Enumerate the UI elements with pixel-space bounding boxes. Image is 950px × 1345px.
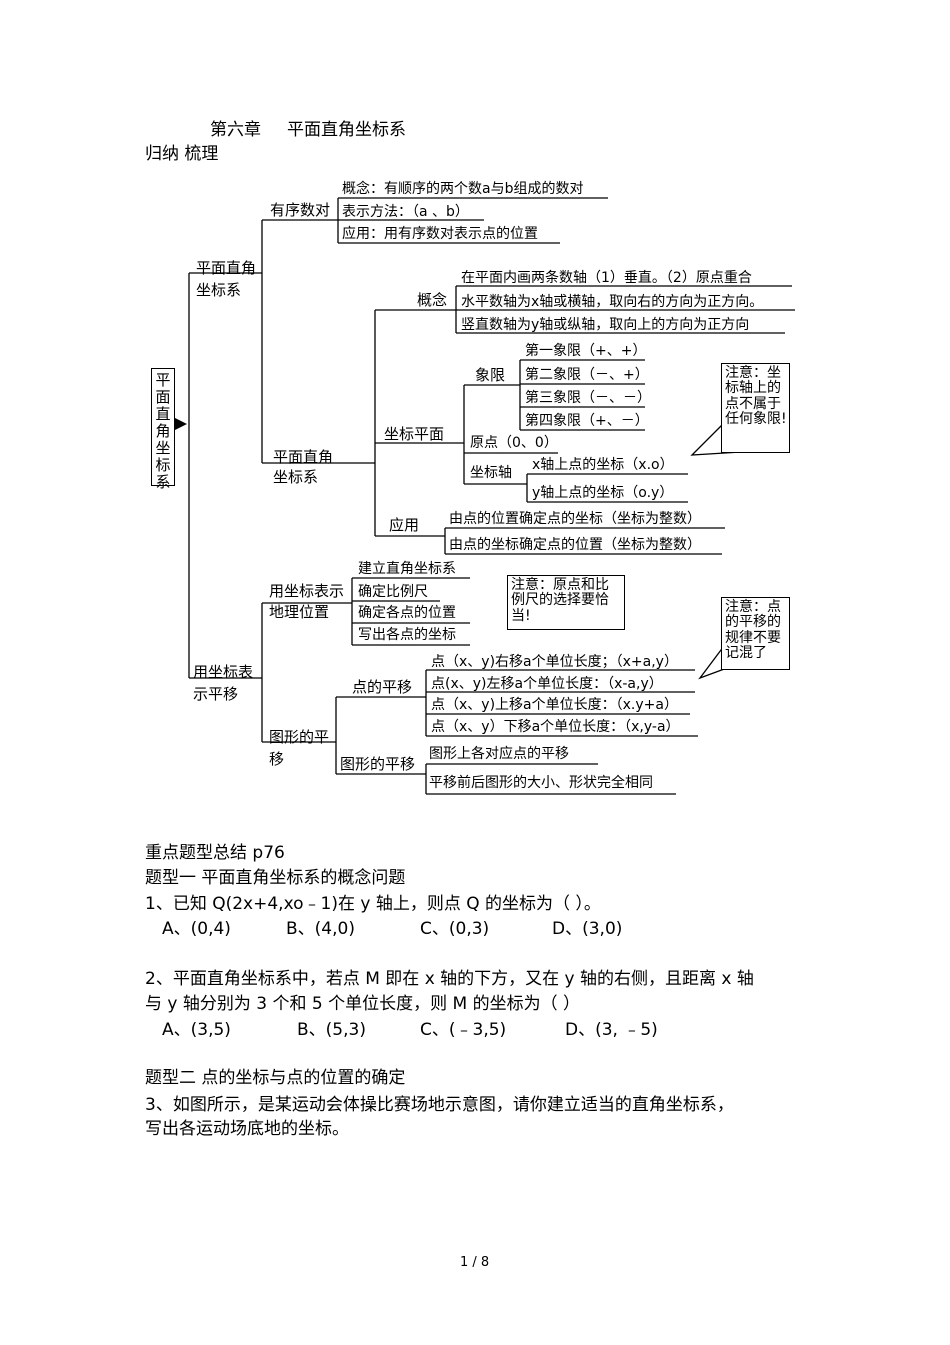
branch-coordinate-system-2: 平面直角坐标系 <box>273 448 334 486</box>
note-box-2 <box>507 575 625 630</box>
root-node-label: 平面直角坐标系 <box>155 371 171 491</box>
ordered-pair-application: 应用：用有序数对表示点的位置 <box>342 226 538 242</box>
page-number: 1 / 8 <box>460 1255 490 1270</box>
question-type-1: 题型一 平面直角坐标系的概念问题 <box>145 868 406 888</box>
q2-option-b: B、(5,3) <box>297 1020 366 1040</box>
node-application: 应用 <box>389 516 420 534</box>
node-shape-translation: 图形的平移 <box>269 728 330 768</box>
application-item-1: 由点的位置确定点的坐标（坐标为整数） <box>449 511 701 527</box>
note-translation-rules: 注意：点的平移的规律不要记混了 <box>725 599 781 662</box>
q2-option-c: C、(﹣3,5) <box>420 1020 507 1040</box>
ordered-pair-notation: 表示方法：（a 、b） <box>342 204 469 220</box>
figure-size-unchanged: 平移前后图形的大小、形状完全相同 <box>429 775 653 791</box>
q1-option-c: C、(0,3) <box>420 919 490 939</box>
q1-option-b: B、(4,0) <box>286 919 355 939</box>
section-subtitle: 归纳 梳理 <box>145 144 219 164</box>
node-axis: 坐标轴 <box>470 465 512 481</box>
q1-option-a: A、(0,4) <box>162 919 231 939</box>
branch-translation: 用坐标表示平移 <box>193 663 254 703</box>
chapter-number: 第六章 <box>210 120 261 140</box>
concept-item-1: 在平面内画两条数轴（1）垂直。（2）原点重合 <box>461 270 752 286</box>
ordered-pair-concept: 概念：有顺序的两个数a与b组成的数对 <box>342 181 584 197</box>
node-geographic-location: 用坐标表示地理位置 <box>269 582 345 621</box>
concept-item-3: 竖直数轴为y轴或纵轴，取向上的方向为正方向 <box>461 317 750 333</box>
figure-point-translation: 图形上各对应点的平移 <box>429 746 569 762</box>
node-ordered-pair: 有序数对 <box>270 201 331 219</box>
note-box-3 <box>721 597 790 670</box>
node-figure-translation: 图形的平移 <box>340 755 416 773</box>
quadrant-2: 第二象限（－、+） <box>525 367 649 383</box>
node-point-translation: 点的平移 <box>352 678 413 696</box>
node-quadrant: 象限 <box>475 366 506 384</box>
point-shift-up: 点（x、y)上移a个单位长度：（x.y+a） <box>431 697 678 713</box>
point-shift-left: 点(x、y)左移a个单位长度：（x-a,y） <box>431 676 663 692</box>
node-coordinate-plane: 坐标平面 <box>384 425 445 443</box>
geo-step-1: 建立直角坐标系 <box>358 561 456 577</box>
point-shift-down: 点（x、y）下移a个单位长度：（x,y-a） <box>431 719 680 735</box>
quadrant-4: 第四象限（+、－） <box>525 413 649 429</box>
question-2-line-1: 2、平面直角坐标系中，若点 M 即在 x 轴的下方，又在 y 轴的右侧，且距离 … <box>145 969 754 989</box>
note-axis-points: 注意：坐标轴上的点不属于任何象限! <box>725 365 787 428</box>
q2-option-d: D、(3, ﹣5) <box>565 1020 658 1040</box>
branch-coordinate-system-1: 平面直角坐标系 <box>196 259 257 299</box>
quadrant-1: 第一象限（+、+） <box>525 343 647 359</box>
geo-step-2: 确定比例尺 <box>358 584 428 600</box>
point-shift-right: 点（x、y)右移a个单位长度；（x+a,y） <box>431 654 678 670</box>
concept-item-2: 水平数轴为x轴或横轴，取向右的方向为正方向。 <box>461 294 764 310</box>
y-axis-point: y轴上点的坐标（o.y） <box>532 485 674 501</box>
application-item-2: 由点的坐标确定点的位置（坐标为整数） <box>449 537 701 553</box>
geo-step-3: 确定各点的位置 <box>358 605 456 621</box>
question-3-line-1: 3、如图所示，是某运动会体操比赛场地示意图，请你建立适当的直角坐标系， <box>145 1095 734 1115</box>
quadrant-3: 第三象限（－、－） <box>525 390 651 406</box>
x-axis-point: x轴上点的坐标（x.o） <box>532 457 674 473</box>
note-origin-scale: 注意：原点和比例尺的选择要恰当! <box>511 577 609 624</box>
note-box-1 <box>721 363 790 453</box>
geo-step-4: 写出各点的坐标 <box>358 627 456 643</box>
node-concept: 概念 <box>417 291 448 309</box>
question-2-line-2: 与 y 轴分别为 3 个和 5 个单位长度，则 M 的坐标为（ ） <box>145 994 580 1014</box>
question-1: 1、已知 Q(2x+4,xo﹣1)在 y 轴上，则点 Q 的坐标为（ ）。 <box>145 894 601 914</box>
root-node-box <box>151 368 175 486</box>
question-type-2: 题型二 点的坐标与点的位置的确定 <box>145 1068 406 1088</box>
q1-option-d: D、(3,0) <box>552 919 623 939</box>
node-origin: 原点（0、0） <box>470 435 558 451</box>
summary-heading: 重点题型总结 p76 <box>145 843 285 863</box>
question-3-line-2: 写出各运动场底地的坐标。 <box>145 1119 349 1139</box>
q2-option-a: A、(3,5) <box>162 1020 231 1040</box>
chapter-title: 平面直角坐标系 <box>287 120 406 140</box>
